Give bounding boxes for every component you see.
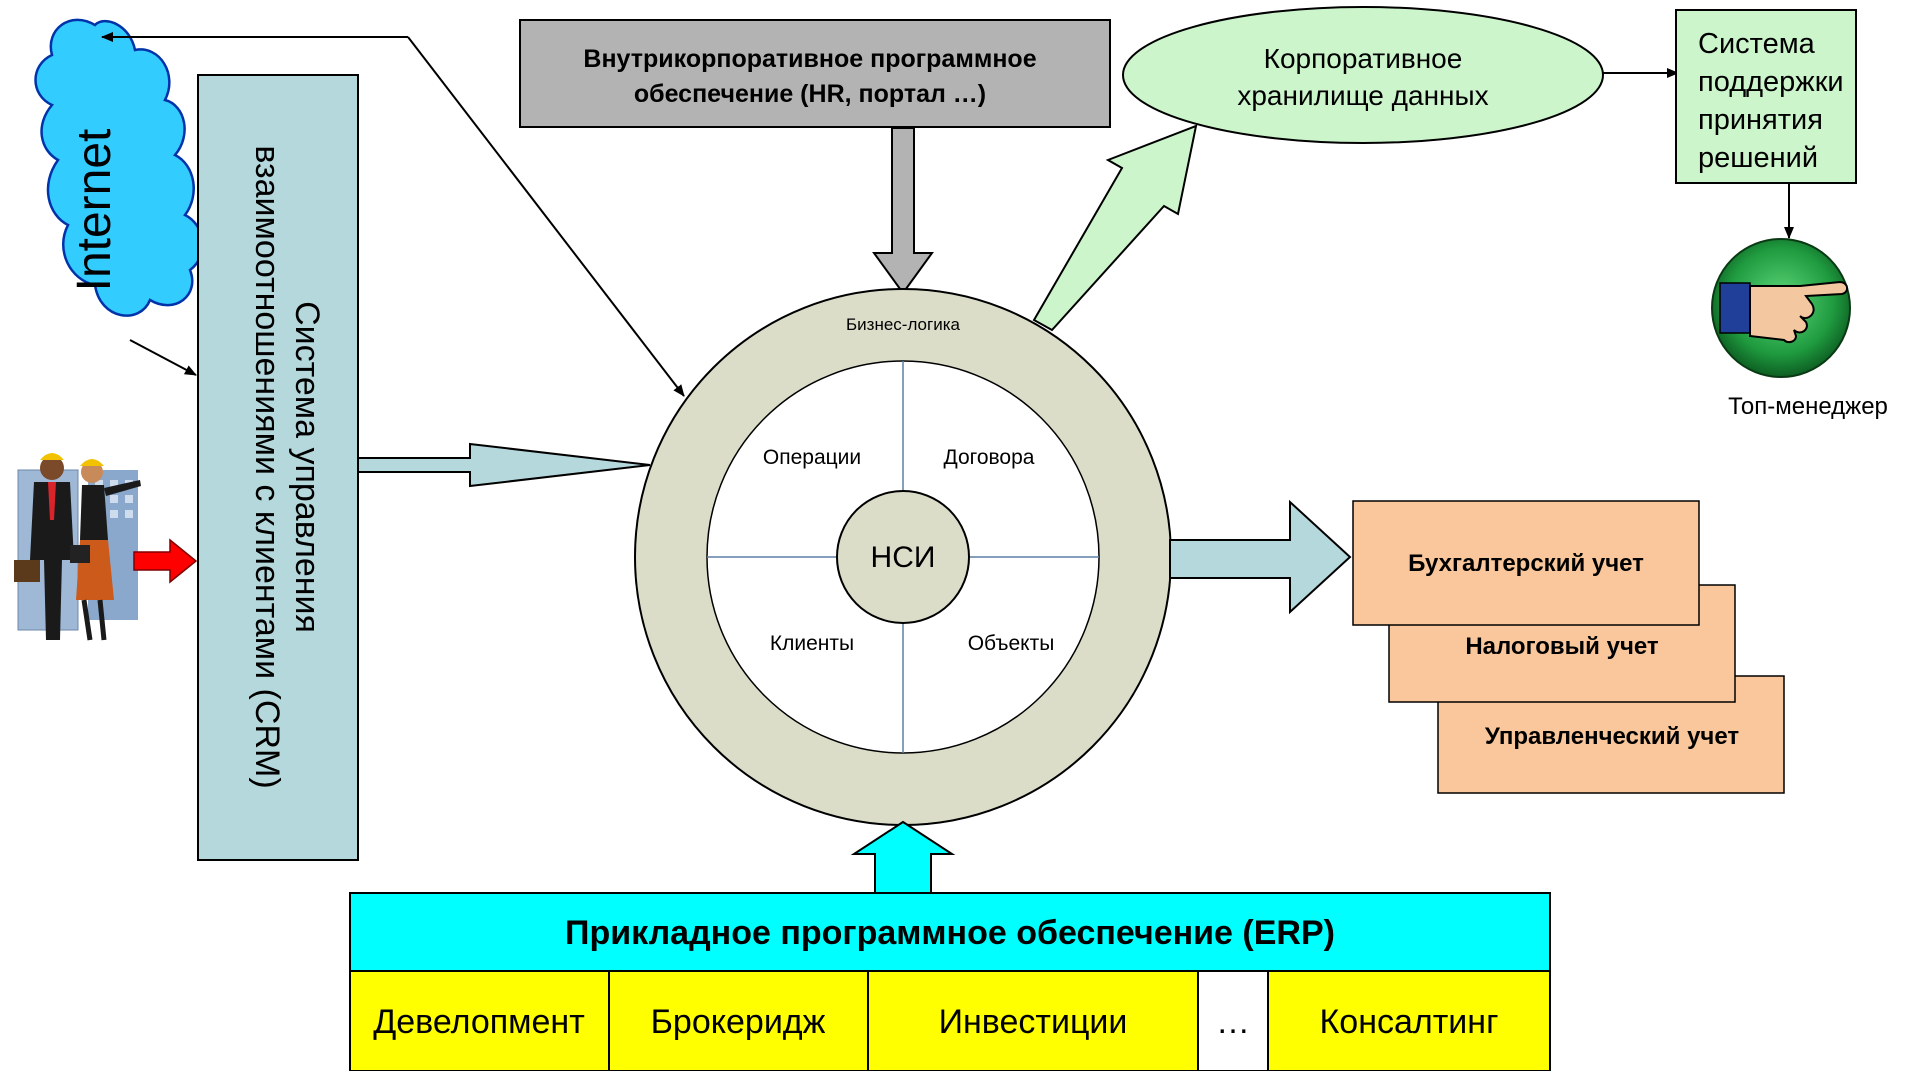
erp-module-box: [1267, 970, 1551, 1071]
dss-line-2: поддержки: [1698, 66, 1844, 98]
decision-support-system: Система поддержки принятия решений: [1675, 9, 1857, 184]
erp-module-brokerage: Брокеридж: [651, 1003, 826, 1041]
erp-module-box: [867, 970, 1199, 1071]
erp-modules: Девелопмент Брокеридж Инвестиции … Конса…: [349, 970, 1551, 1071]
accounting-item-bookkeeping: Бухгалтерский учет: [1408, 550, 1644, 577]
data-warehouse: Корпоративное хранилище данных: [1122, 6, 1604, 144]
business-logic-core: Бизнес-логика НСИ Операции Договора Клие…: [634, 288, 1172, 826]
warehouse-label-line1: Корпоративное: [1264, 43, 1463, 74]
crm-to-core-arrow: [357, 442, 651, 488]
crm-box: Система управления взаимоотношениями с к…: [197, 74, 359, 861]
internet-label: Internet: [68, 129, 121, 292]
erp-module-development: Девелопмент: [373, 1003, 585, 1041]
crm-label-line1: Система управления: [288, 301, 326, 633]
intranet-label-line2: обеспечение (HR, портал …): [634, 80, 986, 108]
internet-cloud: Internet: [34, 18, 204, 317]
erp-module-consulting: Консалтинг: [1320, 1003, 1499, 1041]
internet-to-crm-arrow: [129, 339, 197, 376]
intranet-to-core-arrow: [872, 127, 934, 295]
erp-module-box: [349, 970, 610, 1071]
erp-module-box: [1197, 970, 1269, 1071]
people-to-crm-arrow: [133, 538, 198, 584]
erp-module-investments: Инвестиции: [939, 1003, 1128, 1041]
ring-label: Бизнес-логика: [846, 315, 961, 334]
erp-panel: Прикладное программное обеспечение (ERP): [349, 892, 1551, 972]
crm-label-line2: взаимоотношениями с клиентами (CRM): [248, 145, 286, 788]
accounting-item-management: Управленческий учет: [1485, 723, 1740, 750]
junction-to-core-arrow: [407, 36, 685, 397]
erp-to-core-arrow: [850, 820, 956, 894]
warehouse-label-line2: хранилище данных: [1237, 80, 1488, 111]
erp-module-box: [608, 970, 869, 1071]
pointing-hand-icon: [1711, 238, 1851, 378]
quadrant-contracts: Договора: [944, 446, 1035, 469]
intranet-label-line1: Внутрикорпоративное программное: [583, 45, 1036, 73]
quadrant-clients: Клиенты: [770, 632, 854, 655]
core-to-accounting-arrow: [1169, 499, 1352, 615]
business-people-image: [14, 453, 141, 641]
core-to-warehouse-arrow: [1032, 124, 1198, 332]
dss-line-3: принятия: [1698, 104, 1823, 136]
intranet-box: Внутрикорпоративное программное обеспече…: [519, 19, 1111, 128]
center-label: НСИ: [871, 541, 936, 574]
erp-module-ellipsis: …: [1216, 1003, 1250, 1041]
top-manager-label: Топ-менеджер: [1728, 393, 1888, 420]
quadrant-operations: Операции: [763, 446, 861, 469]
erp-title: Прикладное программное обеспечение (ERP): [565, 914, 1335, 952]
quadrant-objects: Объекты: [968, 632, 1055, 655]
accounting-item-tax: Налоговый учет: [1465, 633, 1659, 660]
dss-line-4: решений: [1698, 142, 1818, 174]
dss-line-1: Система: [1698, 28, 1816, 60]
accounting-stack: Бухгалтерский учет Налоговый учет Управл…: [1352, 500, 1785, 794]
